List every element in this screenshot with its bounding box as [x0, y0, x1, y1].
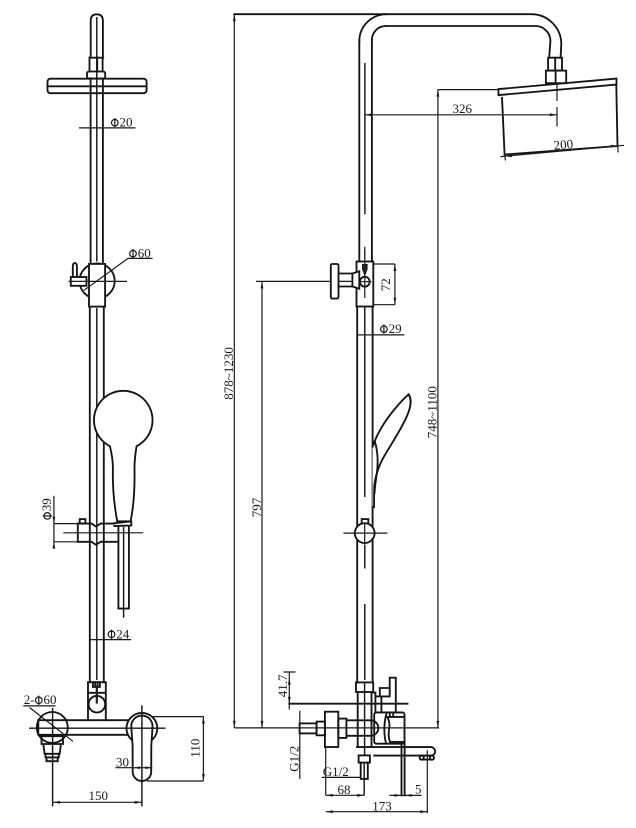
svg-text:30: 30 — [116, 755, 129, 770]
svg-text:326: 326 — [453, 101, 473, 116]
svg-text:24: 24 — [116, 626, 130, 641]
svg-text:200: 200 — [553, 136, 574, 153]
svg-text:2-: 2- — [24, 692, 35, 707]
svg-text:110: 110 — [187, 739, 202, 758]
svg-text:72: 72 — [378, 278, 393, 291]
svg-text:29: 29 — [389, 321, 402, 336]
svg-text:60: 60 — [138, 246, 151, 261]
svg-text:878~1230: 878~1230 — [221, 347, 236, 400]
svg-text:41.7: 41.7 — [275, 674, 290, 697]
svg-text:39: 39 — [39, 498, 54, 511]
svg-text:20: 20 — [120, 115, 133, 130]
svg-text:60: 60 — [44, 692, 57, 707]
svg-text:5: 5 — [415, 782, 422, 797]
svg-text:173: 173 — [372, 799, 392, 814]
svg-text:G1/2: G1/2 — [323, 764, 349, 779]
svg-text:68: 68 — [338, 782, 351, 797]
svg-text:G1/2: G1/2 — [287, 746, 302, 772]
svg-text:748~1100: 748~1100 — [424, 386, 439, 438]
svg-text:150: 150 — [89, 788, 109, 803]
svg-text:797: 797 — [249, 497, 264, 517]
